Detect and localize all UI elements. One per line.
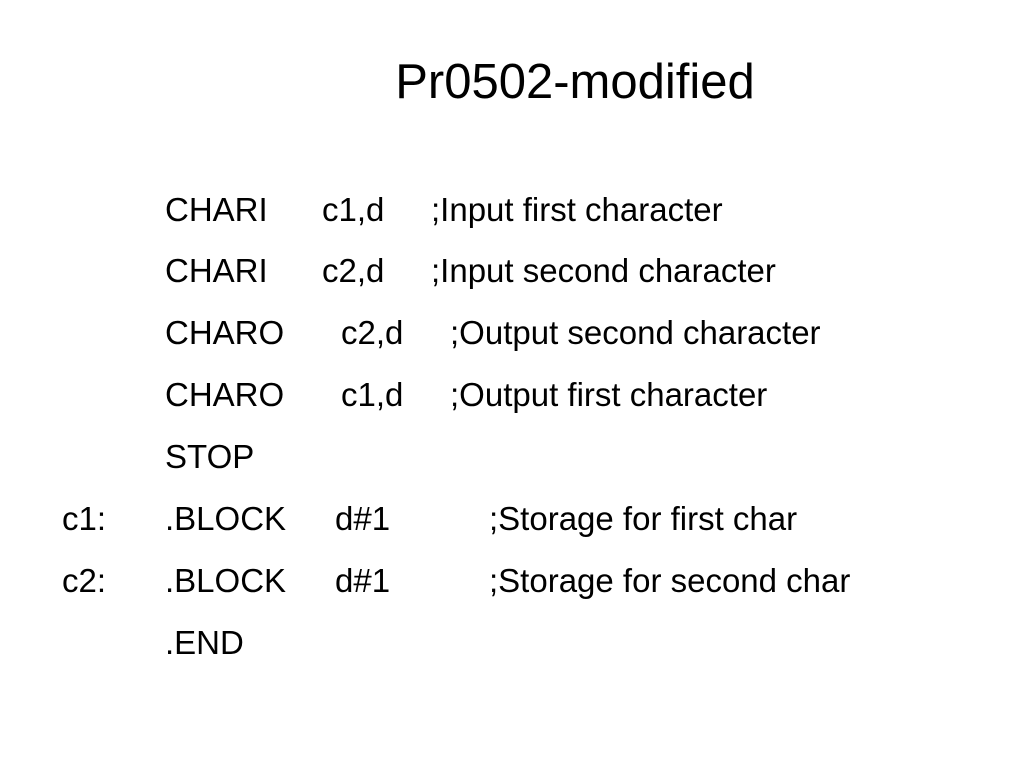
slide-title: Pr0502-modified [395,55,755,109]
code-comment: ;Input second character [431,252,776,289]
code-label: c1: [62,500,107,537]
code-mnemonic: CHARO [165,314,285,351]
code-operand: d#1 [335,500,391,537]
code-mnemonic: CHARO [165,376,285,413]
code-mnemonic: .END [165,624,244,661]
code-comment: ;Output first character [450,376,768,413]
code-operand: d#1 [335,562,391,599]
code-mnemonic: CHARI [165,252,268,289]
code-label: c2: [62,562,107,599]
code-comment: ;Storage for first char [489,500,798,537]
code-mnemonic: CHARI [165,191,268,228]
code-comment: ;Storage for second char [489,562,851,599]
code-operand: c1,d [322,191,385,228]
code-comment: ;Output second character [450,314,821,351]
code-operand: c2,d [322,252,385,289]
code-mnemonic: STOP [165,438,255,475]
code-mnemonic: .BLOCK [165,562,287,599]
code-mnemonic: .BLOCK [165,500,287,537]
code-operand: c2,d [341,314,404,351]
code-operand: c1,d [341,376,404,413]
code-comment: ;Input first character [431,191,723,228]
